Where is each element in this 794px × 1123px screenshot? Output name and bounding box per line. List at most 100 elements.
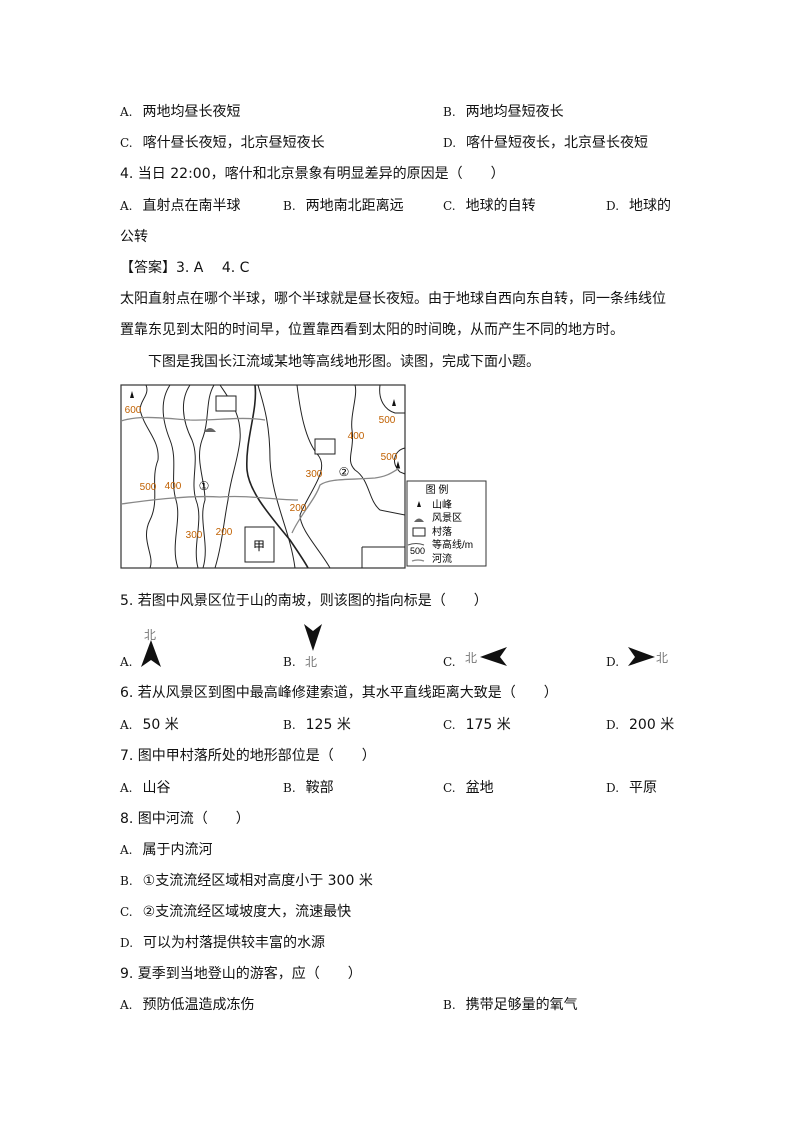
option-text: 两地均昼长夜短 [142,104,241,120]
peak-icon [396,461,400,468]
q9-stem: 9. 夏季到当地登山的游客，应（ ） [120,966,362,982]
option-mark: C. [443,781,456,795]
q8-option-c[interactable]: C.②支流流经区域坡度大，流速最快 [120,902,351,922]
option-text: 平原 [629,780,658,796]
q6-option-d[interactable]: D. 200 米 [606,715,674,735]
village-jia-label: 甲 [253,539,265,553]
q5-option-a[interactable]: A. 北 [120,628,161,672]
contour-label: 400 [348,431,365,442]
contour-label: 200 [216,527,233,538]
option-text: 属于内流河 [142,842,213,858]
option-mark: A. [120,655,133,669]
option-text: 喀什昼短夜长，北京昼长夜短 [466,135,649,151]
q5-option-b[interactable]: B. 北 [283,624,322,672]
legend-contour-sample: 500 [410,546,425,556]
north-arrow-left-icon [480,647,507,666]
north-arrow-down-icon [304,624,322,651]
option-text: 两地南北距离远 [305,198,404,214]
legend-contour: 等高线/m [432,538,473,551]
legend-village-icon [412,527,426,537]
marker-2: ② [339,465,350,479]
q4-option-d: D.地球的 [606,196,671,216]
q4-option-d-wrap: 公转 [120,229,148,245]
option-mark: D. [606,718,620,732]
north-arrow-right-icon [628,647,655,666]
marker-1: ① [199,479,210,493]
option-mark: A. [120,781,133,795]
peak-icon [130,391,134,398]
north-label: 北 [144,628,157,642]
q8-option-a[interactable]: A. 属于内流河 [120,840,212,860]
q8-option-d[interactable]: D.可以为村落提供较丰富的水源 [120,933,325,953]
legend-river: 河流 [432,552,452,565]
option-text: 两地均昼短夜长 [465,104,564,120]
option-text: 地球的 [629,198,672,214]
option-mark: D. [606,655,620,669]
village-jia-box [244,526,275,563]
option-text: 可以为村落提供较丰富的水源 [143,935,326,951]
option-mark: C. [120,136,133,150]
option-mark: B. [283,781,296,795]
answer-explanation-line2: 置靠东见到太阳的时间早，位置靠西看到太阳的时间晚，从而产生不同的地方时。 [120,322,624,338]
contour-label: 200 [290,503,307,514]
q3-option-a: A.两地均昼长夜短 [120,102,240,122]
q7-option-b[interactable]: B. 鞍部 [283,778,334,798]
contour-label: 300 [186,530,203,541]
contour-label: 300 [306,469,323,480]
legend-village: 村落 [432,525,452,538]
q5-stem: 5. 若图中风景区位于山的南坡，则该图的指向标是（ ） [120,593,488,609]
legend-scenic-icon [414,518,424,522]
option-mark: A. [120,843,133,857]
option-text: 山谷 [142,780,171,796]
option-mark: B. [443,105,456,119]
contour-label: 400 [165,481,182,492]
legend-river-icon [411,559,425,562]
q6-option-a[interactable]: A.50 米 [120,715,179,735]
scenic-area-icon [204,428,216,432]
village-icon [215,395,237,412]
q9-option-a[interactable]: A.预防低温造成冻伤 [120,995,254,1015]
q3-option-b: B. 两地均昼短夜长 [443,102,564,122]
q7-option-c[interactable]: C. 盆地 [443,778,494,798]
peak-icon [392,399,396,406]
option-text: 直射点在南半球 [142,198,241,214]
option-text: ②支流流经区域坡度大，流速最快 [142,904,352,920]
q9-option-b[interactable]: B.携带足够量的氧气 [443,995,578,1015]
q5-option-d[interactable]: D. 北 [606,647,668,672]
q8-option-b[interactable]: B.①支流流经区域相对高度小于 300 米 [120,871,373,891]
q4-stem: 4. 当日 22:00，喀什和北京景象有明显差异的原因是（ ） [120,166,505,182]
legend-box [406,480,487,567]
q7-option-d[interactable]: D.平原 [606,778,657,798]
q7-stem: 7. 图中甲村落所处的地形部位是（ ） [120,748,376,764]
q6-option-b[interactable]: B.125 米 [283,715,351,735]
q6-option-c[interactable]: C.175 米 [443,715,511,735]
option-mark: A. [120,718,133,732]
contour-label: 500 [379,415,396,426]
contour-label: 500 [140,482,157,493]
option-text: 预防低温造成冻伤 [142,997,255,1013]
contour-label: 500 [381,452,398,463]
q5-option-c[interactable]: C. 北 [443,647,507,672]
option-text: 盆地 [465,780,494,796]
option-mark: D. [443,136,457,150]
legend-contour-icon [407,543,425,546]
option-mark: A. [120,199,133,213]
q3-option-d: D. 喀什昼短夜长，北京昼长夜短 [443,133,648,153]
map-frame [120,384,406,569]
legend-title: 图 例 [426,483,449,496]
option-text: 125 米 [305,717,351,733]
q4-option-c: C.地球的自转 [443,196,536,216]
option-text: 200 米 [629,717,675,733]
contour-lines [139,384,406,569]
legend-scenic: 风景区 [432,512,462,524]
option-mark: C. [443,199,456,213]
option-mark: C. [443,718,456,732]
answer-explanation-line1: 太阳直射点在哪个半球，哪个半球就是昼长夜短。由于地球自西向东自转，同一条纬线位 [120,291,666,307]
contour-label: 600 [125,405,142,416]
option-mark: C. [443,655,456,669]
option-text: 鞍部 [305,780,334,796]
q7-option-a[interactable]: A. 山谷 [120,778,170,798]
answer-label: 【答案】3. A 4. C [120,260,250,276]
